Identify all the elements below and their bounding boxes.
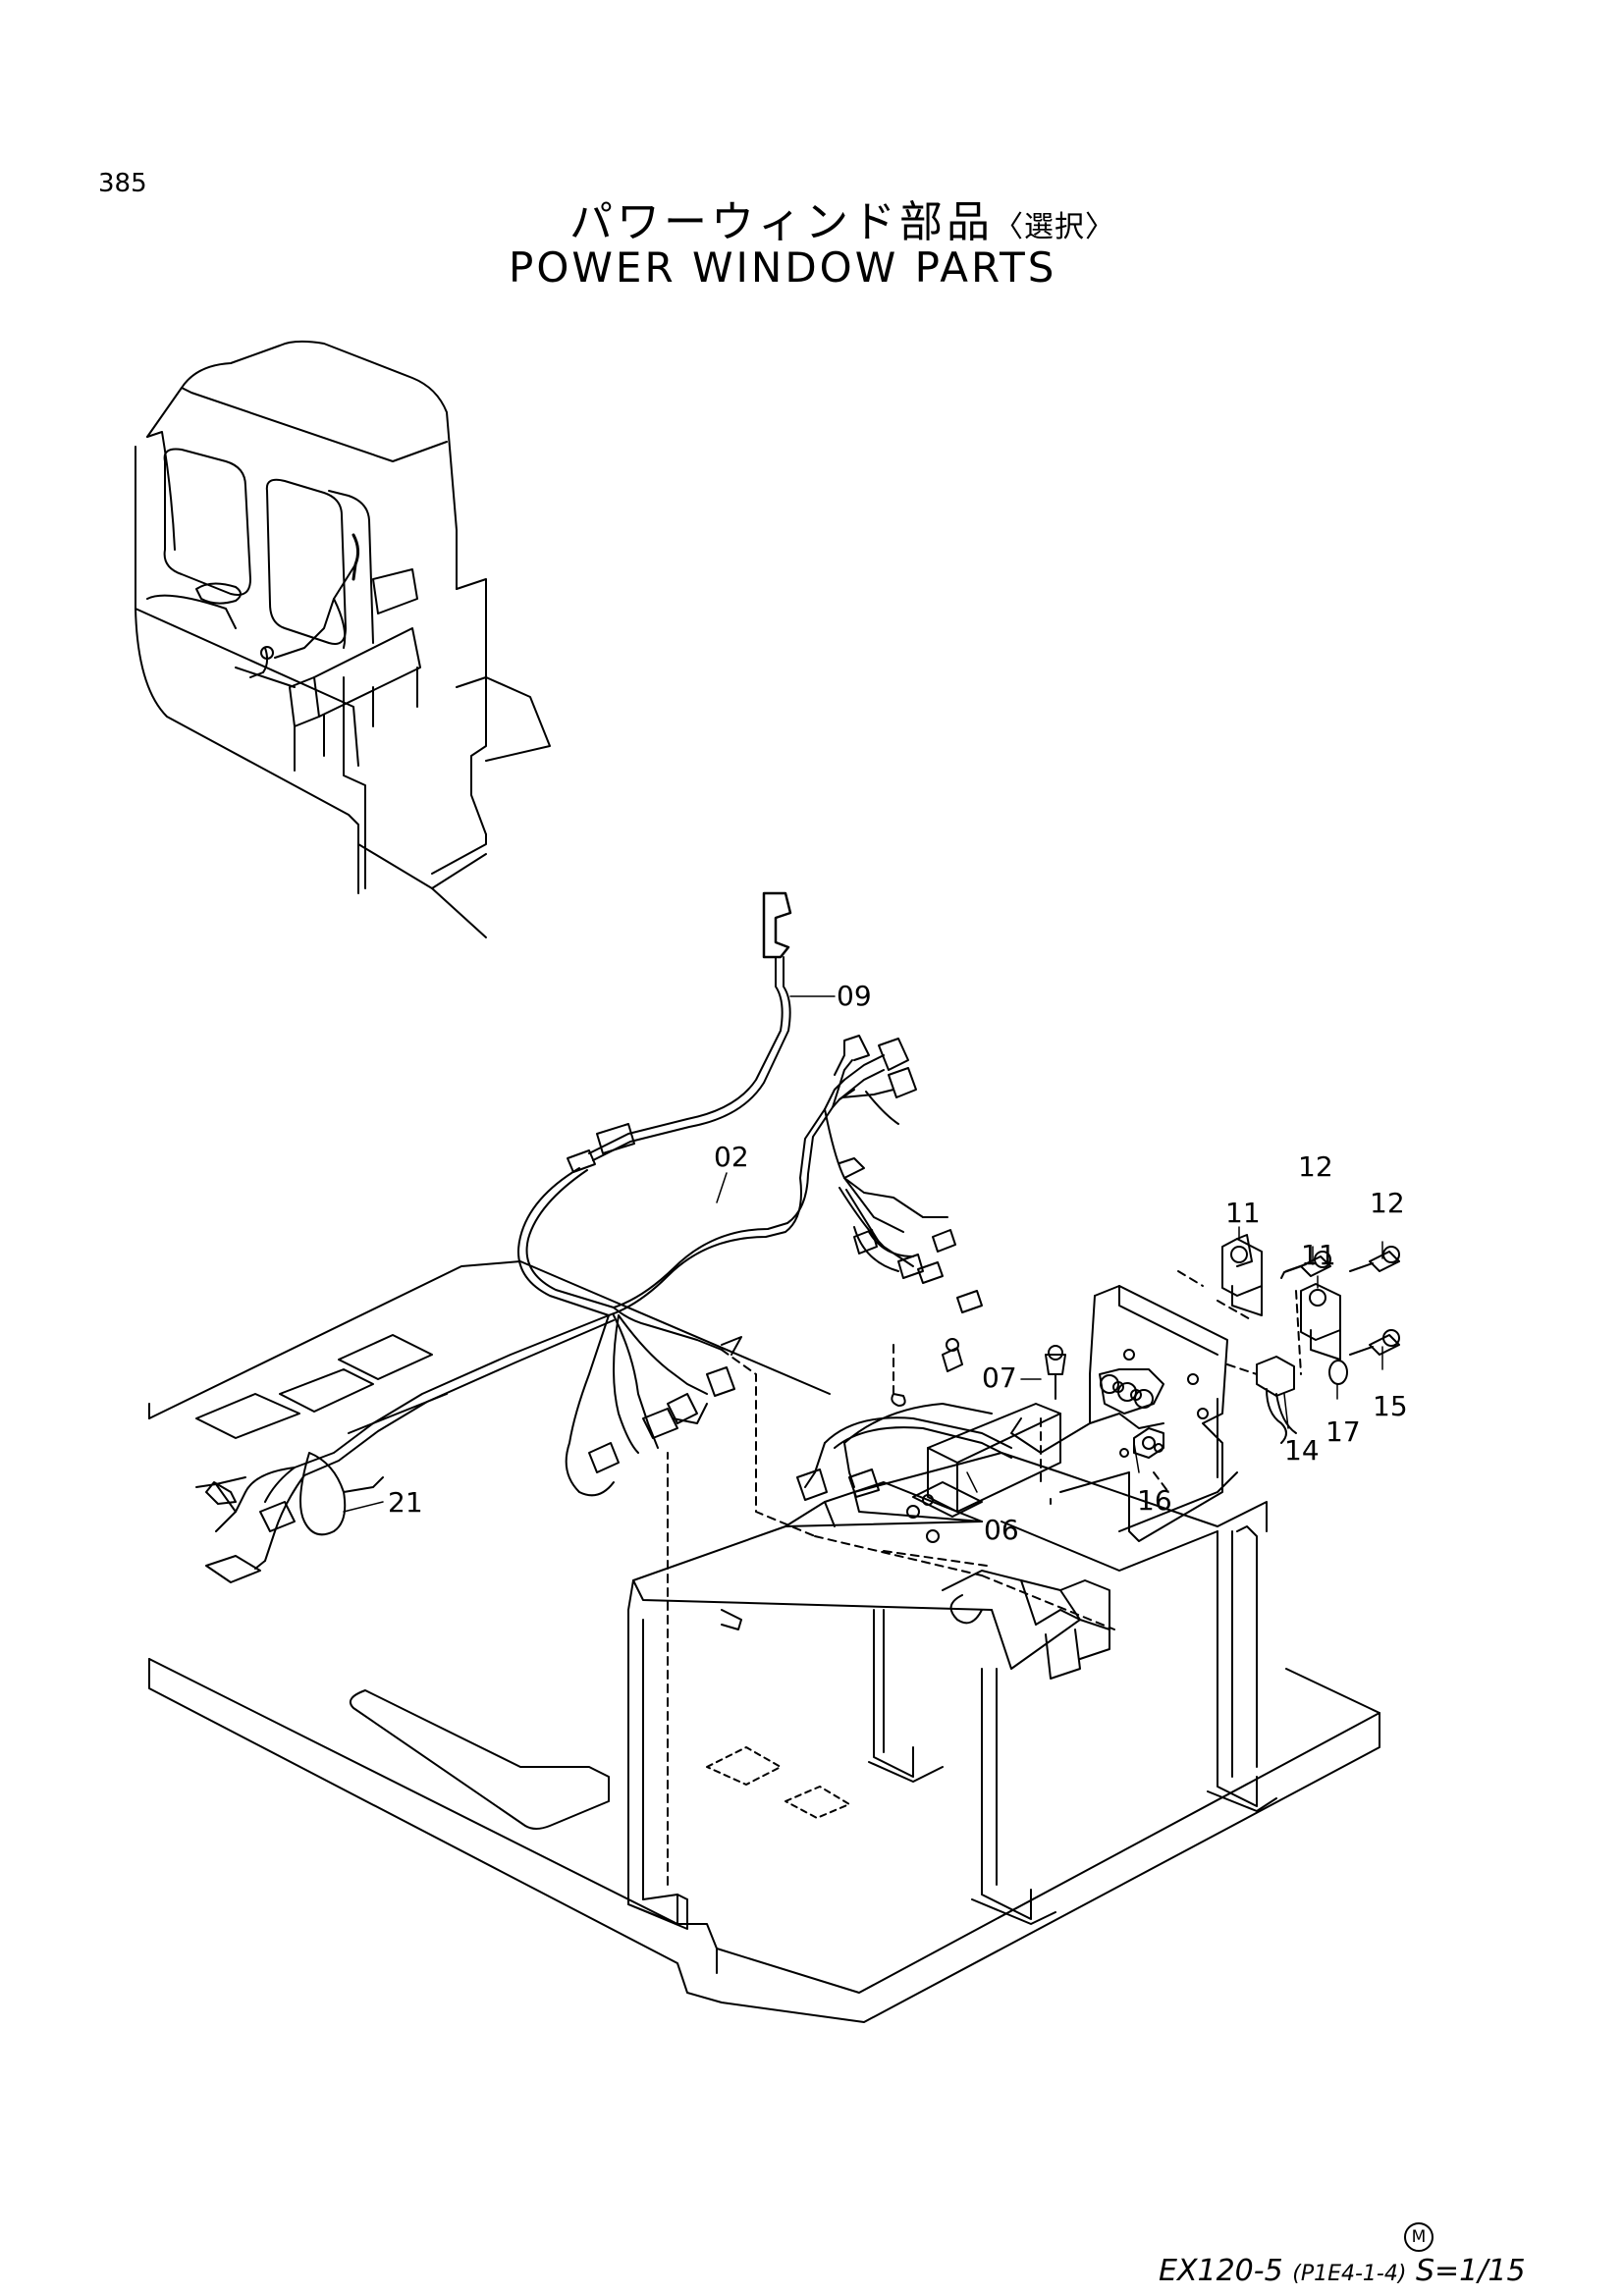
leader-lines (343, 995, 1383, 1513)
callout-12-right: 12 (1370, 1187, 1405, 1219)
callout-17: 17 (1325, 1415, 1361, 1448)
callout-11-upper: 11 (1225, 1197, 1261, 1229)
floor-plate (148, 1260, 1380, 2023)
mounting-bracket (1010, 1285, 1228, 1542)
callout-21: 21 (388, 1486, 423, 1519)
callout-labels: 09 02 21 07 06 16 11 11 12 12 14 17 15 (388, 980, 1408, 1546)
seat-stand (627, 1398, 1277, 1930)
callout-14: 14 (1284, 1434, 1320, 1467)
footer-scale: S=1/15 (1415, 2254, 1526, 2288)
power-window-controller (891, 1338, 1066, 1518)
callout-06: 06 (984, 1514, 1019, 1546)
page-title-english: POWER WINDOW PARTS (509, 243, 1057, 292)
cab-overview (135, 340, 551, 938)
footer-reference: EX120-5 (P1E4-1-4) S=1/15 (1159, 2254, 1526, 2288)
callout-02: 02 (714, 1141, 749, 1173)
page-title-japanese: パワーウィンド部品〈選択〉 (569, 187, 1115, 249)
footer-model: EX120-5 (1159, 2254, 1283, 2288)
footer-code: (P1E4-1-4) (1292, 2262, 1407, 2286)
title-jp-text: パワーウィンド部品 (569, 197, 994, 247)
title-jp-option: 〈選択〉 (994, 210, 1115, 244)
callout-16: 16 (1137, 1484, 1172, 1517)
wire-harness (195, 891, 1302, 1630)
page-number: 385 (98, 169, 147, 198)
relays-and-fasteners (1112, 1234, 1400, 1459)
callout-11-lower: 11 (1301, 1239, 1336, 1271)
callout-12-upper: 12 (1298, 1150, 1333, 1183)
callout-15: 15 (1373, 1390, 1408, 1422)
callout-07: 07 (982, 1362, 1017, 1394)
m-mark-icon: M (1404, 2222, 1434, 2252)
callout-09: 09 (837, 980, 872, 1012)
